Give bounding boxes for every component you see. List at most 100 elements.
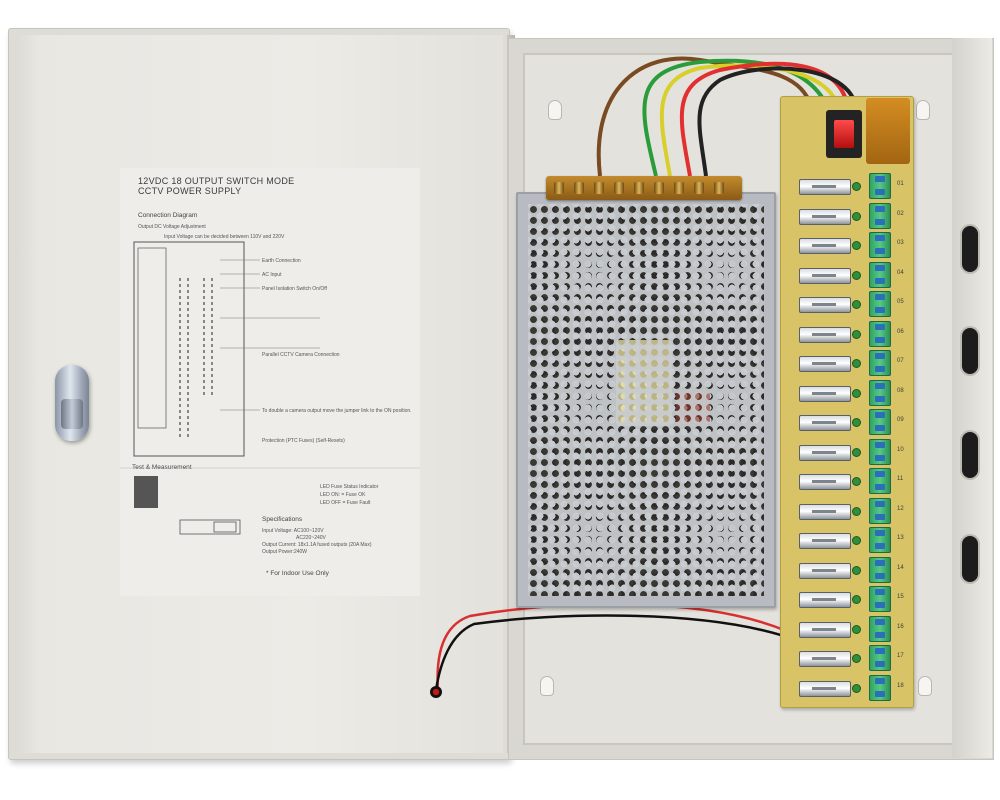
cabinet-side-wall <box>952 38 992 758</box>
output-terminal[interactable] <box>869 438 891 465</box>
input-voltage-note: Input Voltage can be decided between 110… <box>164 234 285 240</box>
door-lock <box>55 365 89 441</box>
fuse-status-led <box>853 212 860 220</box>
fuse <box>799 356 851 372</box>
output-number: 11 <box>897 476 904 482</box>
cable-knockout <box>962 328 978 374</box>
output-number: 14 <box>897 564 904 571</box>
mounting-keyhole <box>918 676 932 696</box>
mounting-keyhole <box>548 100 562 120</box>
led-on-label: LED ON: = Fuse OK <box>320 492 366 498</box>
output-number: 07 <box>897 358 904 364</box>
spec-input-2: AC220~240V <box>296 535 326 541</box>
fuse <box>799 562 851 579</box>
fuse <box>799 474 851 490</box>
mounting-keyhole <box>540 676 554 696</box>
output-number: 17 <box>897 653 904 659</box>
label-title-line1: 12VDC 18 OUTPUT SWITCH MODE <box>138 176 295 186</box>
panel-switch-label: Panel Isolation Switch On/Off <box>262 286 327 292</box>
cable-knockout <box>962 432 978 478</box>
cable-knockout <box>962 536 978 582</box>
fuse <box>799 179 851 195</box>
fuse-status-led <box>853 330 860 338</box>
label-title-line2: CCTV POWER SUPPLY <box>138 186 242 196</box>
output-number: 03 <box>897 240 904 246</box>
mounting-keyhole <box>916 100 930 120</box>
fuse <box>799 238 851 254</box>
fuse-status-led <box>853 478 860 485</box>
output-number: 13 <box>897 535 904 541</box>
output-terminal[interactable] <box>869 497 891 524</box>
output-number: 12 <box>897 505 904 512</box>
output-adjust-label: Output DC Voltage Adjustment <box>138 224 206 230</box>
fuse <box>799 533 851 549</box>
output-number: 06 <box>897 328 904 335</box>
led-off-label: LED OFF = Fuse Fault <box>320 500 371 506</box>
output-terminal[interactable] <box>869 350 891 376</box>
connection-diagram-heading: Connection Diagram <box>138 212 198 219</box>
output-number: 08 <box>897 387 904 394</box>
output-number: 15 <box>897 594 904 600</box>
output-terminal[interactable] <box>869 202 891 229</box>
output-terminal[interactable] <box>869 645 891 671</box>
fuse <box>799 444 851 461</box>
output-terminal[interactable] <box>869 468 891 494</box>
cable-grommet <box>430 686 442 698</box>
output-number: 02 <box>897 210 904 217</box>
psu-terminal-strip <box>546 176 742 200</box>
output-terminal[interactable] <box>869 556 891 583</box>
output-terminal[interactable] <box>869 232 891 258</box>
output-terminal[interactable] <box>869 261 891 288</box>
fuse <box>799 267 851 284</box>
specifications-heading: Specifications <box>262 516 303 523</box>
fuse <box>799 385 851 402</box>
fuse-status-led <box>853 507 860 515</box>
output-terminal[interactable] <box>869 615 891 642</box>
fuse-status-led <box>853 684 860 692</box>
test-measurement-heading: Test & Measurement <box>132 464 192 471</box>
fuse <box>799 297 851 313</box>
output-number: 05 <box>897 299 904 305</box>
earth-connection-label: Earth Connection <box>262 258 301 264</box>
output-terminal[interactable] <box>869 674 891 701</box>
output-terminal[interactable] <box>869 379 891 406</box>
fuse <box>799 651 851 667</box>
spec-input: Input Voltage: AC100~120V <box>262 528 324 534</box>
output-number: 01 <box>897 181 904 187</box>
output-terminal[interactable] <box>869 409 891 435</box>
led-status-label: LED Fuse Status Indicator <box>320 484 379 490</box>
fuse <box>799 415 851 431</box>
output-terminal[interactable] <box>869 291 891 317</box>
input-terminal-block <box>866 98 910 164</box>
parallel-outputs-label: Parallel CCTV Camera Connection <box>262 352 340 358</box>
output-terminal[interactable] <box>869 586 891 612</box>
rocker-switch[interactable] <box>834 120 854 148</box>
power-switch[interactable] <box>826 110 862 158</box>
wiring-label: 12VDC 18 OUTPUT SWITCH MODE CCTV POWER S… <box>120 168 420 596</box>
output-number: 04 <box>897 269 904 276</box>
fuse-status-led <box>853 183 860 190</box>
output-number: 18 <box>897 682 904 689</box>
fuse-status-led <box>853 448 860 456</box>
fuse-status-led <box>853 596 860 603</box>
ac-input-label: AC Input <box>262 272 282 278</box>
output-number: 16 <box>897 623 904 630</box>
output-terminal[interactable] <box>869 320 891 347</box>
fuse-status-led <box>853 301 860 308</box>
output-terminal[interactable] <box>869 527 891 553</box>
label-title: 12VDC 18 OUTPUT SWITCH MODE CCTV POWER S… <box>138 176 294 196</box>
fuse <box>799 680 851 697</box>
ptc-fuses-label: Protection (PTC Fuses) (Self-Resets) <box>262 438 345 444</box>
output-terminal[interactable] <box>869 173 891 199</box>
cable-knockout <box>962 226 978 272</box>
double-output-note: To double a camera output move the jumpe… <box>262 408 412 414</box>
output-number: 10 <box>897 446 904 453</box>
fuse <box>799 503 851 520</box>
spec-output-power: Output Power:240W <box>262 549 308 555</box>
psu-perforated-cover <box>528 204 764 596</box>
fuse <box>799 592 851 608</box>
spec-output-current: Output Current: 18x1.1A fused outputs (2… <box>262 542 372 548</box>
fuse-status-led <box>853 242 860 249</box>
